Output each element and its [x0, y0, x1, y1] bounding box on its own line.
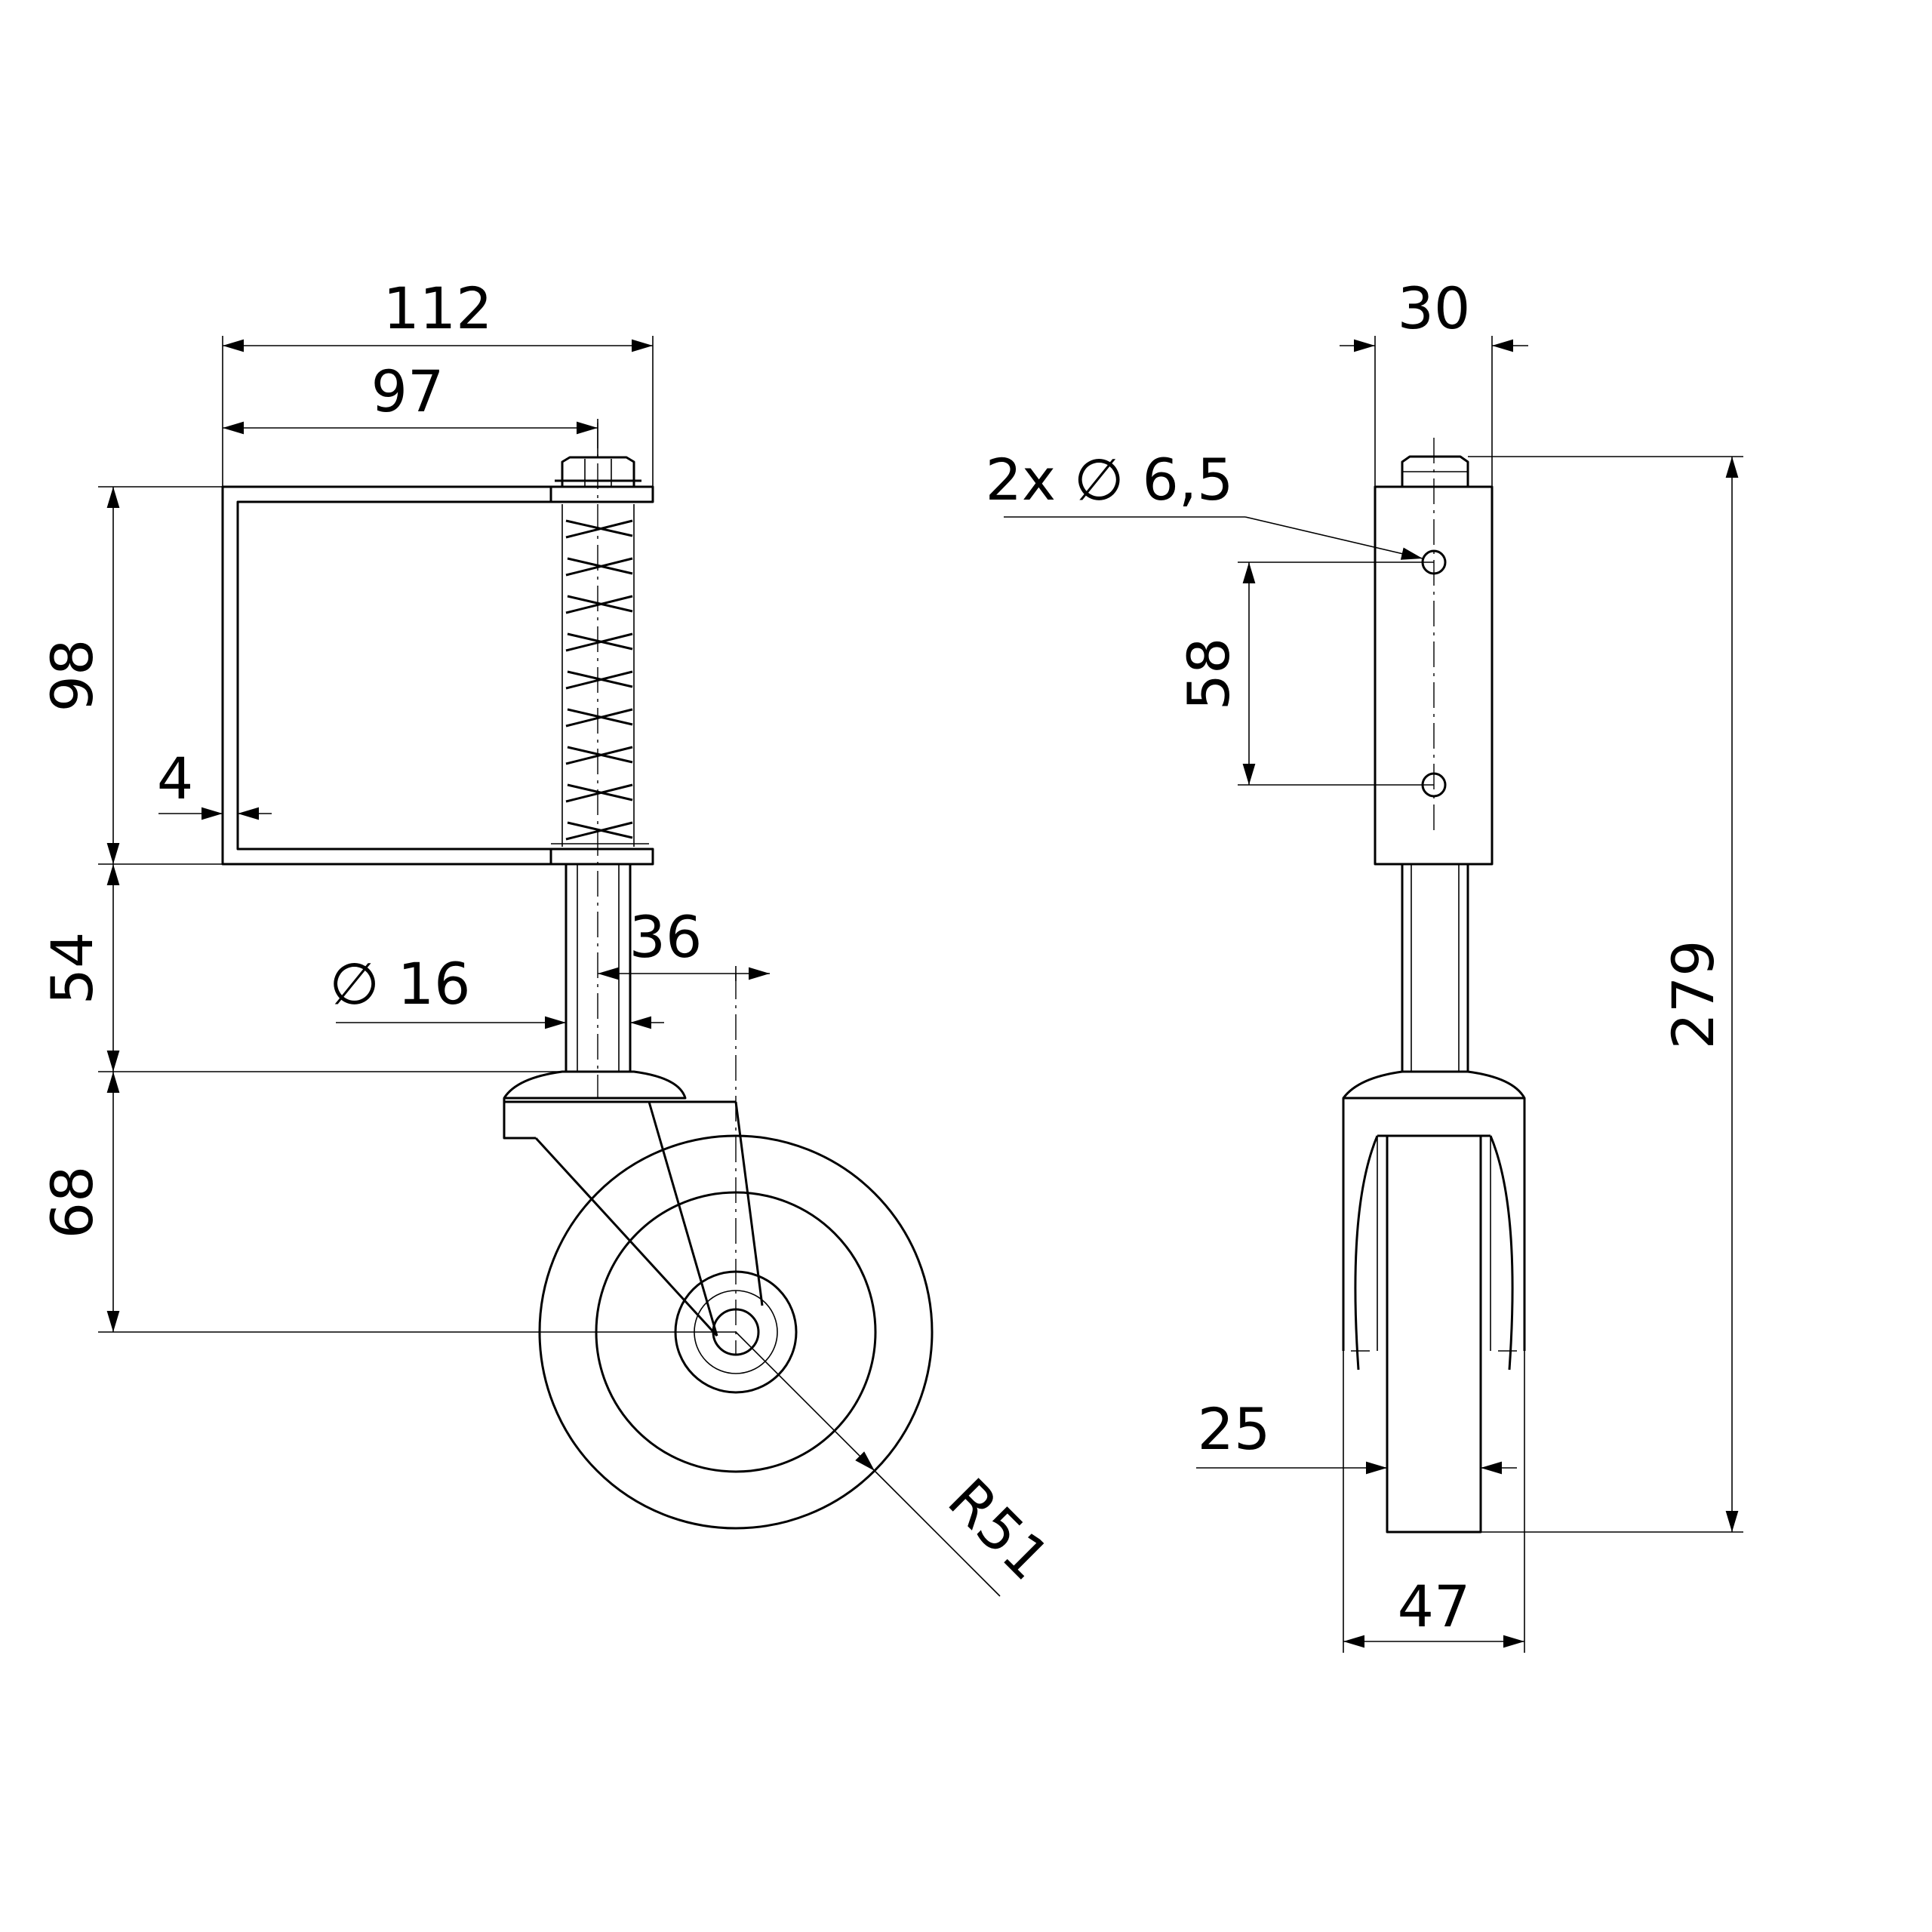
spring [551, 504, 649, 847]
dim-holes-leader: 2x ∅ 6,5 [986, 446, 1423, 560]
dim-279-label: 279 [1660, 940, 1727, 1049]
front-wheel [1386, 1134, 1482, 1534]
bracket [221, 485, 654, 866]
dim-axle-offset: 36 [598, 903, 770, 981]
dim-30-label: 30 [1398, 275, 1471, 342]
side-view: 112 97 98 4 54 [38, 275, 1063, 1597]
dim-98-label: 98 [38, 639, 106, 712]
dim-wheel-width: 25 [1196, 1395, 1517, 1475]
dim-bracket-width: 97 [223, 358, 598, 457]
front-swivel-plate [1342, 1070, 1526, 1100]
dim-wall-thickness: 4 [157, 745, 272, 820]
front-view: 30 2x ∅ 6,5 58 279 25 [986, 275, 1743, 1653]
dim-fork-width: 47 [1343, 1351, 1525, 1653]
dim-36-label: 36 [629, 903, 703, 971]
dim-holes-label: 2x ∅ 6,5 [986, 446, 1234, 513]
dim-r51-label: R51 [935, 1466, 1063, 1593]
dim-25-label: 25 [1198, 1395, 1271, 1463]
dim-47-label: 47 [1398, 1573, 1471, 1640]
front-fork [1342, 1098, 1526, 1371]
dim-wheel-radius: R51 [735, 1331, 1063, 1597]
dim-overall-width: 112 [222, 275, 654, 487]
dim-16-label: ∅ 16 [329, 950, 470, 1017]
dim-total-height: 279 [1468, 456, 1743, 1533]
front-hex-nut [1401, 455, 1469, 487]
dim-58-label: 58 [1175, 638, 1242, 711]
dim-112-label: 112 [383, 275, 492, 342]
dim-97-label: 97 [371, 358, 445, 425]
dim-4-label: 4 [157, 745, 193, 812]
swivel-plate [503, 1070, 687, 1140]
dim-stem-length: 54 [38, 864, 566, 1072]
dim-stem-diameter: ∅ 16 [329, 950, 664, 1029]
front-stem [1401, 864, 1469, 1072]
dim-bracket-height: 98 [38, 486, 223, 865]
dim-tube-width: 30 [1340, 275, 1528, 487]
dim-hole-spacing: 58 [1175, 561, 1434, 786]
dim-fork-height: 68 [38, 1072, 736, 1333]
dim-54-label: 54 [38, 932, 106, 1005]
dim-68-label: 68 [38, 1166, 106, 1239]
